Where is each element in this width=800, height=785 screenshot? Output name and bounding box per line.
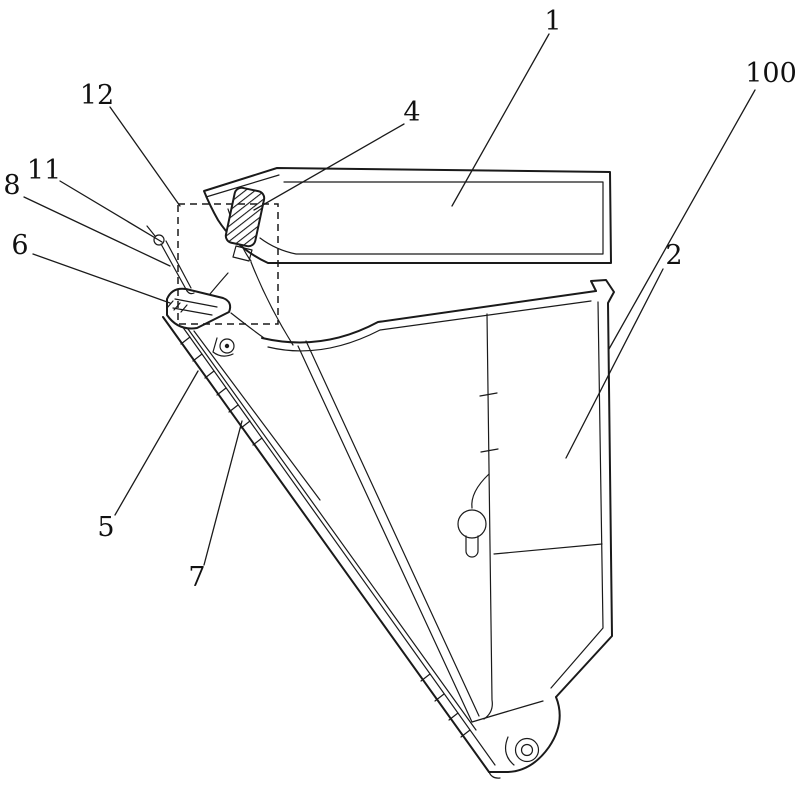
top-arm-outline (203, 167, 612, 264)
latch-plate-lines (172, 298, 218, 316)
spout-ring-inner (520, 743, 534, 757)
spout-bridge (471, 700, 544, 723)
leader-line-4 (253, 123, 405, 211)
part-2-container-body (261, 279, 615, 779)
latch-link-line (209, 272, 229, 295)
body-right-edge-inner (550, 301, 604, 689)
rail-third (182, 321, 477, 731)
leader-line-100 (608, 89, 756, 350)
ref-label-5: 5 (97, 512, 114, 543)
ref-label-11: 11 (27, 155, 61, 186)
leader-line-12 (109, 106, 181, 207)
spout-inner-curve (504, 736, 515, 766)
ref-label-12: 12 (80, 80, 114, 111)
spout-ring-outer (514, 737, 540, 763)
pivot-screw-outer (219, 338, 235, 354)
top-arm-tip-edge (205, 174, 280, 198)
keyhole-circle (457, 509, 487, 539)
leader-line-6 (32, 253, 171, 304)
leader-line-1 (451, 33, 550, 207)
latch-plate (166, 287, 232, 330)
front-wall-edge-b (305, 340, 480, 717)
ref-label-100: 100 (745, 58, 797, 89)
body-right-edge (555, 279, 615, 698)
leader-line-11 (59, 180, 163, 243)
center-rib (479, 313, 499, 720)
transition-curve-lower (250, 261, 294, 346)
reference-labels: 1 100 12 4 11 8 6 2 5 7 (3, 6, 796, 593)
ref-label-2: 2 (665, 240, 682, 271)
leader-line-7 (203, 420, 243, 566)
ref-label-7: 7 (188, 562, 205, 593)
rail-outer (162, 316, 490, 773)
top-arm-inner-frame (259, 181, 604, 255)
dashed-region-12 (177, 203, 279, 325)
ref-label-4: 4 (403, 97, 420, 128)
part-5-7-edge-rails (162, 311, 496, 773)
pin-cap (153, 234, 165, 246)
panel-crease (493, 543, 603, 555)
hatched-block-tab (232, 245, 253, 262)
keyhole-slot (457, 509, 487, 558)
pin-base (186, 290, 195, 295)
bottom-spout (471, 696, 561, 779)
rail-fourth-short (193, 330, 321, 501)
rib-to-keyhole-curve (471, 473, 490, 509)
keyhole-stem (465, 535, 479, 558)
rail-hatch-upper (180, 336, 263, 446)
spout-outline (488, 696, 561, 773)
transition-curve-left (230, 312, 265, 339)
part-4-hatched-component (224, 186, 266, 262)
front-wall-edge-a (297, 345, 473, 723)
spout-tip-detail (488, 771, 501, 779)
pin-rod (160, 240, 192, 292)
latch-plate-hatch (166, 300, 188, 313)
leader-line-8 (23, 196, 171, 267)
leader-line-2 (565, 268, 664, 459)
rail-second (171, 311, 496, 766)
leader-line-5 (114, 370, 199, 516)
hatched-block (224, 186, 266, 248)
part-8-11-pin (146, 225, 195, 295)
part-6-latch-mechanism (166, 272, 235, 357)
rail-hatch-lower (420, 673, 471, 738)
pivot-screw-dot (224, 343, 230, 349)
body-top-edge (261, 290, 597, 344)
pin-tip (146, 225, 156, 237)
ref-label-8: 8 (3, 170, 20, 201)
ref-label-6: 6 (11, 230, 28, 261)
leader-lines (23, 33, 756, 566)
body-top-edge-inner (267, 300, 592, 352)
pivot-bracket (212, 337, 234, 357)
part-1-top-arm (203, 167, 612, 264)
ref-label-1: 1 (544, 6, 561, 37)
